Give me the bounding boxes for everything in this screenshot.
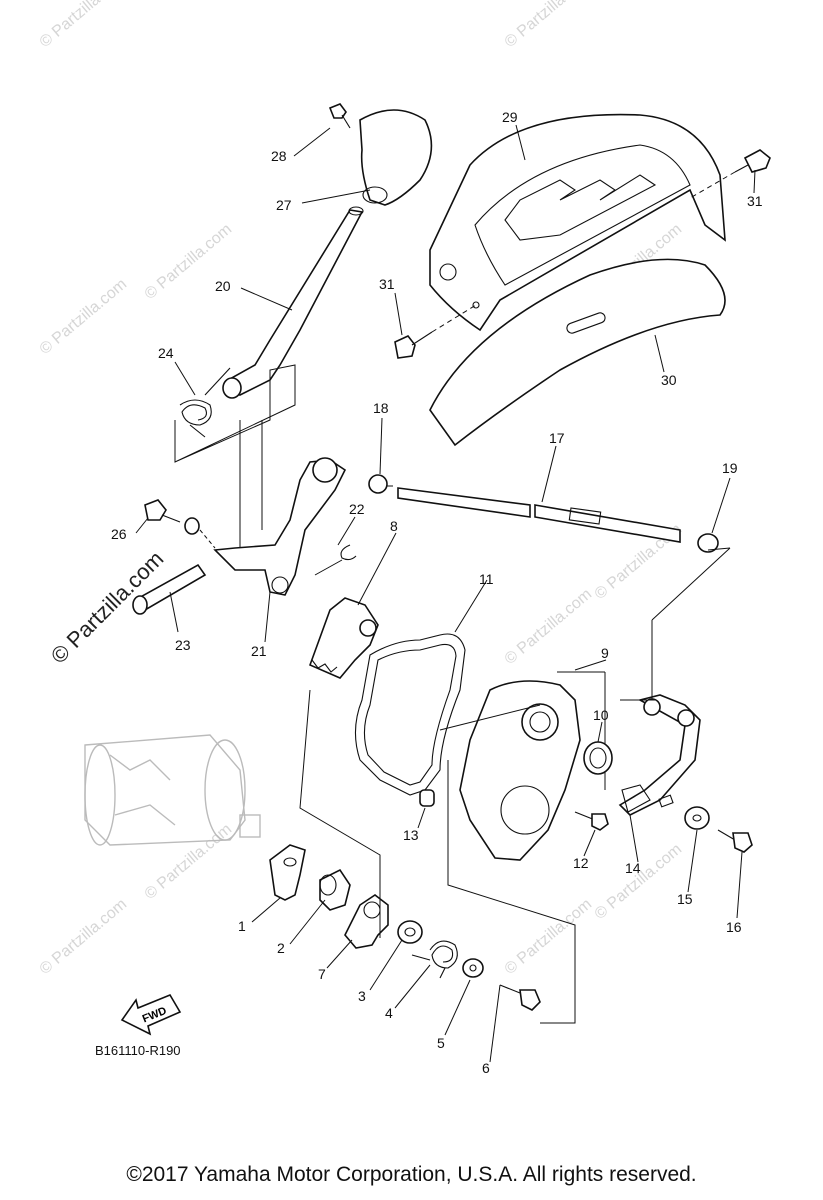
watermark: © Partzilla.com (37, 276, 131, 358)
part-21-shift-arm (213, 420, 347, 596)
part-12-bolt (574, 811, 609, 831)
part-31-bolt-right (689, 149, 771, 199)
callout-12: 12 (573, 855, 589, 871)
part-19-nut (697, 533, 719, 553)
callout-31: 31 (379, 276, 395, 292)
watermark: © Partzilla.com (37, 0, 131, 51)
callout-31: 31 (747, 193, 763, 209)
callout-18: 18 (373, 400, 389, 416)
part-17-shift-rod (386, 485, 681, 543)
callout-16: 16 (726, 919, 742, 935)
callout-3: 3 (358, 988, 366, 1004)
part-8-shift-segment (308, 597, 379, 679)
callout-17: 17 (549, 430, 565, 446)
watermark: © Partzilla.com (37, 896, 131, 978)
shift-drum-reference (84, 734, 261, 846)
part-1-stopper-plate (269, 844, 306, 901)
callout-6: 6 (482, 1060, 490, 1076)
callout-15: 15 (677, 891, 693, 907)
callout-20: 20 (215, 278, 231, 294)
callout-27: 27 (276, 197, 292, 213)
part-31-bolt-left (394, 304, 477, 359)
part-16-bolt (717, 829, 753, 853)
part-10-oil-seal (583, 741, 613, 775)
watermark: © Partzilla.com (502, 896, 596, 978)
watermark: © Partzilla.com (592, 841, 686, 923)
callout-14: 14 (625, 860, 641, 876)
part-14-shift-link (618, 547, 731, 816)
fwd-arrow-icon: FWD (120, 993, 182, 1036)
part-23-pivot-pin (132, 563, 207, 615)
callout-1: 1 (238, 918, 246, 934)
part-27-knob (359, 109, 433, 206)
part-4-spring (411, 940, 458, 979)
leader-lines (135, 124, 756, 1063)
part-15-washer (684, 806, 710, 830)
watermark: © Partzilla.com (502, 586, 596, 668)
callout-5: 5 (437, 1035, 445, 1051)
part-20-shift-lever (222, 206, 364, 399)
callout-7: 7 (318, 966, 326, 982)
callout-9: 9 (601, 645, 609, 661)
part-26-bolt (144, 499, 216, 549)
part-5-washer (462, 958, 484, 978)
callout-23: 23 (175, 637, 191, 653)
callout-22: 22 (349, 501, 365, 517)
part-22-circlip (340, 544, 357, 561)
callout-24: 24 (158, 345, 174, 361)
callout-28: 28 (271, 148, 287, 164)
part-29-shift-cover (429, 113, 726, 332)
part-18-nut (368, 474, 388, 494)
callout-2: 2 (277, 940, 285, 956)
copyright: ©2017 Yamaha Motor Corporation, U.S.A. A… (126, 1163, 697, 1186)
part-13-dowel (419, 789, 435, 807)
part-11-gasket (354, 633, 466, 796)
callout-11: 11 (479, 571, 494, 587)
callout-19: 19 (722, 460, 738, 476)
callout-4: 4 (385, 1005, 393, 1021)
part-6-bolt (447, 760, 576, 1024)
diagram-code: B161110-R190 (95, 1043, 181, 1058)
part-30-cover-base (429, 258, 726, 447)
part-3-washer (397, 920, 423, 944)
callout-10: 10 (593, 707, 609, 723)
callout-21: 21 (251, 643, 267, 659)
callout-29: 29 (502, 109, 518, 125)
callout-8: 8 (390, 518, 398, 534)
watermark: © Partzilla.com (142, 821, 236, 903)
part-28-screw (328, 103, 351, 129)
part-2-collar (319, 868, 351, 911)
part-7-segment (299, 689, 389, 949)
part-9-housing (439, 671, 606, 861)
watermark: © Partzilla.com (502, 0, 596, 51)
callout-30: 30 (661, 372, 677, 388)
part-24-spring (174, 364, 296, 463)
callout-26: 26 (111, 526, 127, 542)
callouts: 1 2 3 4 5 6 7 8 9 10 11 12 13 14 15 16 1… (111, 109, 763, 1076)
callout-13: 13 (403, 827, 419, 843)
